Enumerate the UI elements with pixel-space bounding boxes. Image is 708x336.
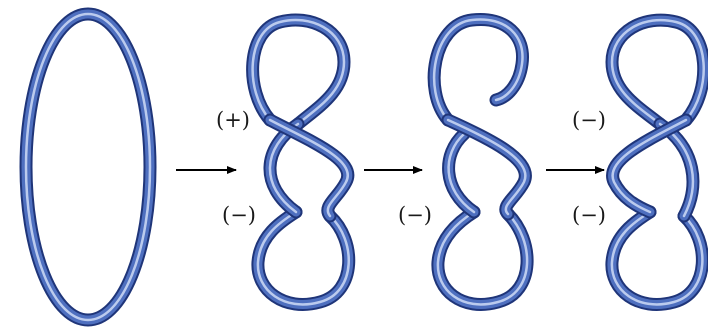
fig3-bottom-sign: (−): [572, 203, 606, 227]
figure-eight-3: [605, 13, 708, 311]
figure-eight-1: [246, 13, 356, 311]
fig3-top-sign: (−): [572, 108, 606, 132]
fig2-bottom-sign: (−): [398, 203, 432, 227]
figure-eight-2: [427, 13, 534, 311]
closed-loop: [19, 7, 157, 327]
fig1-top-sign: (+): [216, 108, 250, 132]
fig1-bottom-sign: (−): [222, 203, 256, 227]
